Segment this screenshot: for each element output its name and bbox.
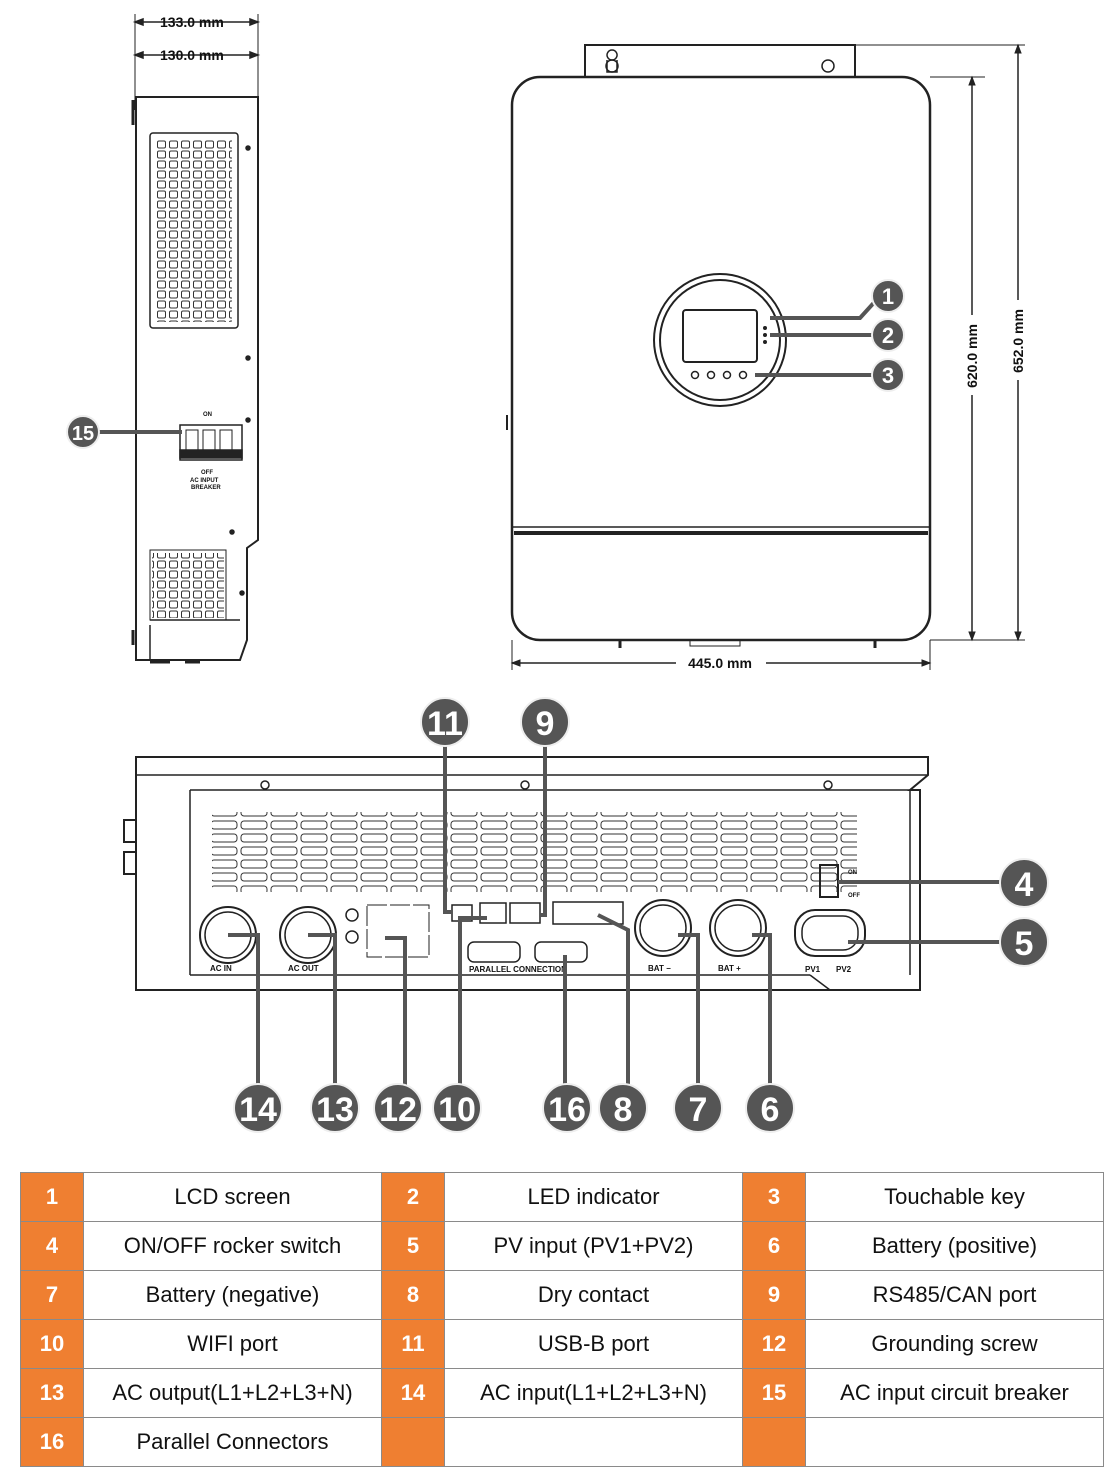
callout-2: 2 [871, 318, 905, 352]
legend-description: AC input circuit breaker [805, 1368, 1104, 1418]
svg-text:6: 6 [761, 1091, 780, 1129]
legend-description: Battery (negative) [83, 1270, 382, 1320]
legend-number-empty [381, 1417, 445, 1467]
legend-number: 14 [381, 1368, 445, 1418]
callout-10: 10 [432, 1083, 482, 1133]
legend-description: Parallel Connectors [83, 1417, 382, 1467]
svg-text:13: 13 [316, 1091, 354, 1129]
svg-text:1: 1 [882, 284, 894, 309]
legend-number: 2 [381, 1172, 445, 1222]
legend-number-empty [742, 1417, 806, 1467]
svg-text:8: 8 [614, 1091, 633, 1129]
callout-5: 5 [999, 917, 1049, 967]
legend-description: Battery (positive) [805, 1221, 1104, 1271]
legend-row: 1 LCD screen 2 LED indicator 3 Touchable… [20, 1172, 1104, 1222]
legend-row: 16 Parallel Connectors [20, 1417, 1104, 1467]
legend-number: 3 [742, 1172, 806, 1222]
legend-description-empty [444, 1417, 743, 1467]
legend-row: 4 ON/OFF rocker switch 5 PV input (PV1+P… [20, 1221, 1104, 1271]
pv1-label: PV1 [805, 965, 821, 974]
legend-number: 13 [20, 1368, 84, 1418]
legend-number: 6 [742, 1221, 806, 1271]
ac-in-label: AC IN [210, 964, 232, 973]
breaker-label-line1: AC INPUT [190, 478, 219, 484]
legend-description: AC input(L1+L2+L3+N) [444, 1368, 743, 1418]
parallel-connection-label: PARALLEL CONNECTION [469, 965, 567, 974]
legend-description: Dry contact [444, 1270, 743, 1320]
callout-leaders [228, 738, 1010, 1095]
legend-description: RS485/CAN port [805, 1270, 1104, 1320]
svg-text:16: 16 [548, 1091, 586, 1129]
legend-description: AC output(L1+L2+L3+N) [83, 1368, 382, 1418]
legend-description: WIFI port [83, 1319, 382, 1369]
legend-description: ON/OFF rocker switch [83, 1221, 382, 1271]
legend-number: 8 [381, 1270, 445, 1320]
front-view [506, 43, 1025, 670]
bat-positive-label: BAT + [718, 964, 741, 973]
svg-text:12: 12 [379, 1091, 417, 1129]
svg-text:9: 9 [536, 705, 555, 743]
callout-14: 14 [233, 1083, 283, 1133]
legend-table: 1 LCD screen 2 LED indicator 3 Touchable… [20, 1172, 1104, 1467]
legend-description-empty [805, 1417, 1104, 1467]
depth-outer-label: 133.0 mm [160, 14, 224, 30]
callout-6: 6 [745, 1083, 795, 1133]
legend-description: Touchable key [805, 1172, 1104, 1222]
legend-number: 7 [20, 1270, 84, 1320]
width-label: 445.0 mm [688, 655, 752, 671]
legend-description: LCD screen [83, 1172, 382, 1222]
pv2-label: PV2 [836, 965, 852, 974]
legend-number: 1 [20, 1172, 84, 1222]
legend-description: LED indicator [444, 1172, 743, 1222]
callout-7: 7 [673, 1083, 723, 1133]
svg-text:5: 5 [1015, 925, 1034, 963]
legend-number: 16 [20, 1417, 84, 1467]
svg-text:11: 11 [427, 705, 463, 743]
legend-number: 4 [20, 1221, 84, 1271]
callout-16: 16 [542, 1083, 592, 1133]
breaker-label-line2: BREAKER [191, 485, 221, 491]
svg-text:7: 7 [689, 1091, 708, 1129]
side-view [131, 14, 261, 664]
legend-row: 13 AC output(L1+L2+L3+N) 14 AC input(L1+… [20, 1368, 1104, 1418]
switch-on-label: ON [848, 870, 857, 876]
svg-text:14: 14 [239, 1091, 277, 1129]
legend-description: Grounding screw [805, 1319, 1104, 1369]
callout-3: 3 [871, 358, 905, 392]
legend-description: USB-B port [444, 1319, 743, 1369]
ac-out-label: AC OUT [288, 964, 319, 973]
legend-description: PV input (PV1+PV2) [444, 1221, 743, 1271]
breaker-off-label: OFF [201, 470, 213, 476]
callout-12: 12 [373, 1083, 423, 1133]
depth-inner-label: 130.0 mm [160, 47, 224, 63]
bat-negative-label: BAT − [648, 964, 671, 973]
inverter-diagram: 133.0 mm 130.0 mm ON OFF AC INPUT BREAKE… [66, 14, 1049, 1133]
legend-number: 15 [742, 1368, 806, 1418]
callout-1: 1 [871, 279, 905, 313]
legend-number: 9 [742, 1270, 806, 1320]
legend-number: 12 [742, 1319, 806, 1369]
callout-4: 4 [999, 858, 1049, 908]
legend-number: 5 [381, 1221, 445, 1271]
switch-off-label: OFF [848, 893, 860, 899]
legend-number: 11 [381, 1319, 445, 1369]
callout-8: 8 [598, 1083, 648, 1133]
svg-text:15: 15 [72, 423, 94, 445]
svg-text:2: 2 [882, 323, 894, 348]
height-total-label: 652.0 mm [1010, 309, 1026, 373]
legend-row: 7 Battery (negative) 8 Dry contact 9 RS4… [20, 1270, 1104, 1320]
height-body-label: 620.0 mm [964, 324, 980, 388]
svg-text:4: 4 [1015, 866, 1034, 904]
breaker-on-label: ON [203, 412, 212, 418]
legend-number: 10 [20, 1319, 84, 1369]
callout-9: 9 [520, 697, 570, 747]
svg-text:3: 3 [882, 363, 894, 388]
callout-13: 13 [310, 1083, 360, 1133]
bottom-view [123, 756, 929, 991]
legend-row: 10 WIFI port 11 USB-B port 12 Grounding … [20, 1319, 1104, 1369]
callout-15: 15 [66, 415, 100, 449]
svg-text:10: 10 [438, 1091, 476, 1129]
callout-11: 11 [420, 697, 470, 747]
